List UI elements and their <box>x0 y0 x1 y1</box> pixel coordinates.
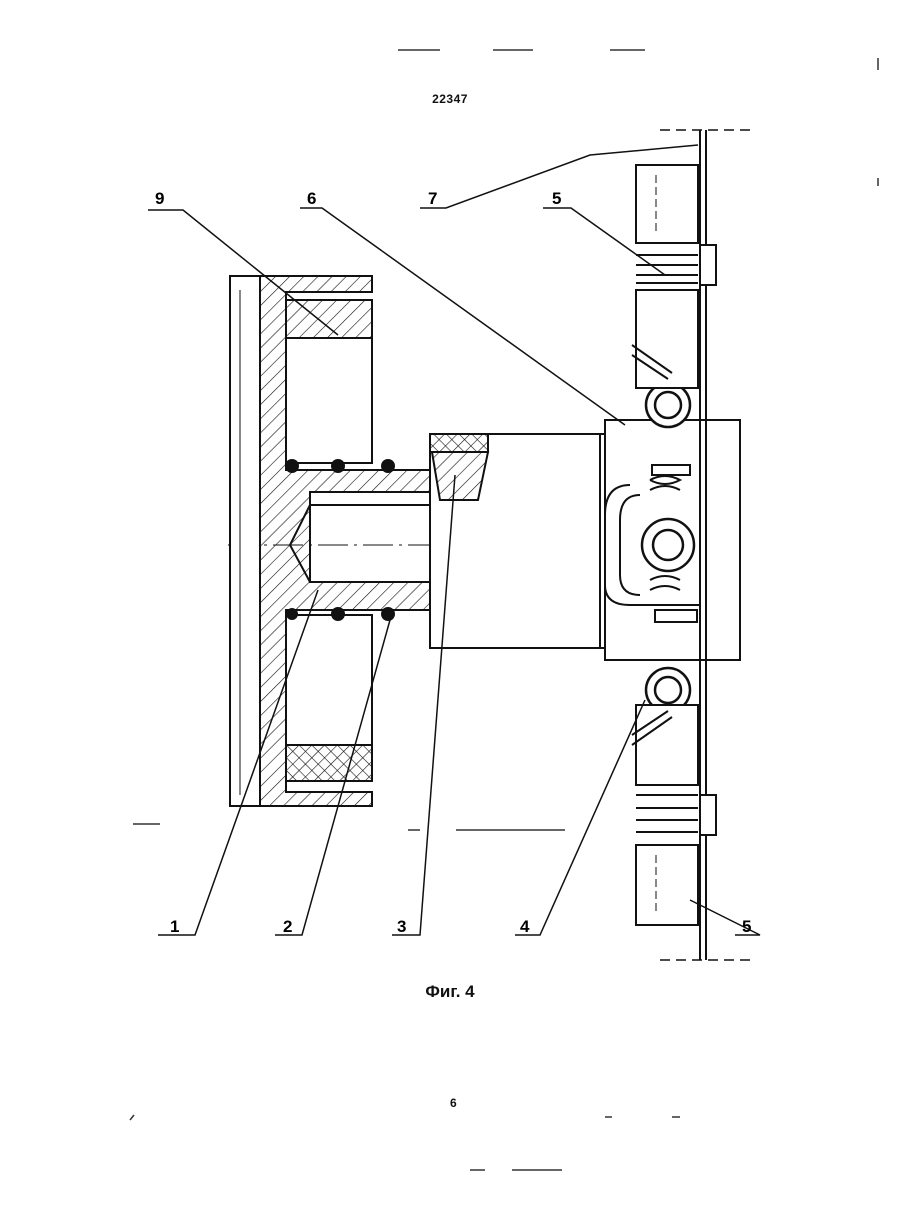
callout-1: 1 <box>170 917 179 936</box>
page-number: 6 <box>450 1096 457 1110</box>
callout-3: 3 <box>397 917 406 936</box>
figure-caption: Фиг. 4 <box>0 982 900 1002</box>
callout-7: 7 <box>428 189 437 208</box>
callout-2: 2 <box>283 917 292 936</box>
housing <box>230 276 440 806</box>
callout-5-bottom: 5 <box>742 917 751 936</box>
callout-4: 4 <box>520 917 530 936</box>
callout-6: 6 <box>307 189 316 208</box>
callout-9: 9 <box>155 189 164 208</box>
callout-5-top: 5 <box>552 189 561 208</box>
